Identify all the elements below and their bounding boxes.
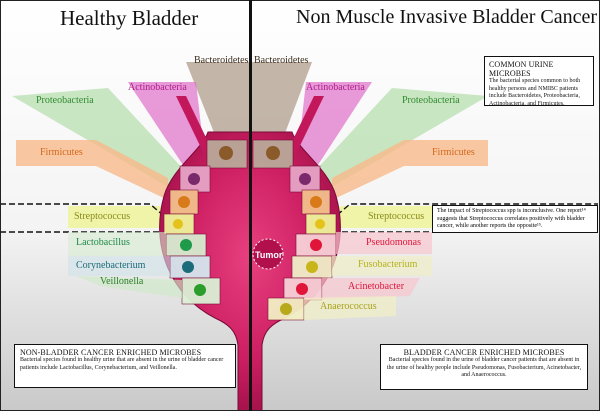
label-actinobacteria-right: Actinobacteria <box>306 82 365 93</box>
firmicutes-beam-left <box>16 140 168 200</box>
ureter-right <box>288 96 324 154</box>
label-bacteroidetes-left: Bacteroidetes <box>194 55 249 66</box>
label-pseudomonas: Pseudomonas <box>366 237 421 248</box>
proteobacteria-beam-right <box>314 88 488 188</box>
pseudomonas-band <box>336 232 432 254</box>
microbe-icons <box>173 146 325 315</box>
firmicutes-beam-right <box>332 140 488 200</box>
non-cancer-microbes-box: NON-BLADDER CANCER ENRICHED MICROBES Bac… <box>14 344 236 388</box>
streptococcus-band-left <box>68 206 170 232</box>
label-lactobacillus: Lactobacillus <box>76 237 130 248</box>
label-fusobacterium: Fusobacterium <box>358 259 418 270</box>
title-healthy-bladder: Healthy Bladder <box>60 6 199 30</box>
cancer-microbes-box: BLADDER CANCER ENRICHED MICROBES Bacteri… <box>380 344 588 390</box>
fusobacterium-band <box>332 256 432 276</box>
label-firmicutes-left: Firmicutes <box>40 147 83 158</box>
label-streptococcus-left: Streptococcus <box>74 211 131 222</box>
lactobacillus-band <box>68 232 166 256</box>
common-microbes-box: COMMON URINE MICROBES The bacterial spec… <box>484 56 594 107</box>
anaerococcus-band <box>304 296 396 320</box>
streptococcus-band-right <box>330 206 432 232</box>
corynebacterium-band <box>68 256 170 276</box>
streptococcus-note: The impact of Streptococcus spp is incon… <box>432 205 598 233</box>
label-corynebacterium: Corynebacterium <box>76 260 146 271</box>
center-divider <box>249 0 252 411</box>
non-cancer-microbes-title: NON-BLADDER CANCER ENRICHED MICROBES <box>20 348 202 357</box>
veillonella-band <box>76 276 182 298</box>
label-firmicutes-right: Firmicutes <box>432 147 475 158</box>
common-microbes-title: COMMON URINE MICROBES <box>489 60 554 78</box>
title-nmibc: Non Muscle Invasive Bladder Cancer <box>296 6 598 28</box>
ureter-left <box>176 96 212 154</box>
non-cancer-microbes-body: Bacterial species found in healthy urine… <box>20 357 224 371</box>
acinetobacter-band <box>322 278 420 300</box>
label-streptococcus-right: Streptococcus <box>368 211 425 222</box>
label-proteobacteria-right: Proteobacteria <box>402 95 460 106</box>
tumor-mass <box>252 238 284 270</box>
label-acinetobacter: Acinetobacter <box>348 281 405 292</box>
label-proteobacteria-left: Proteobacteria <box>36 95 94 106</box>
label-tumor: Tumor <box>255 250 283 260</box>
label-actinobacteria-left: Actinobacteria <box>128 82 187 93</box>
label-anaerococcus: Anaerococcus <box>320 301 377 312</box>
label-veillonella: Veillonella <box>100 276 144 287</box>
common-microbes-body: The bacterial species common to both hea… <box>489 78 581 107</box>
label-bacteroidetes-right: Bacteroidetes <box>254 55 309 66</box>
cancer-microbes-body: Bacterial species found in the urine of … <box>386 357 582 378</box>
cancer-microbes-title: BLADDER CANCER ENRICHED MICROBES <box>403 348 565 357</box>
proteobacteria-beam-left <box>12 88 186 188</box>
